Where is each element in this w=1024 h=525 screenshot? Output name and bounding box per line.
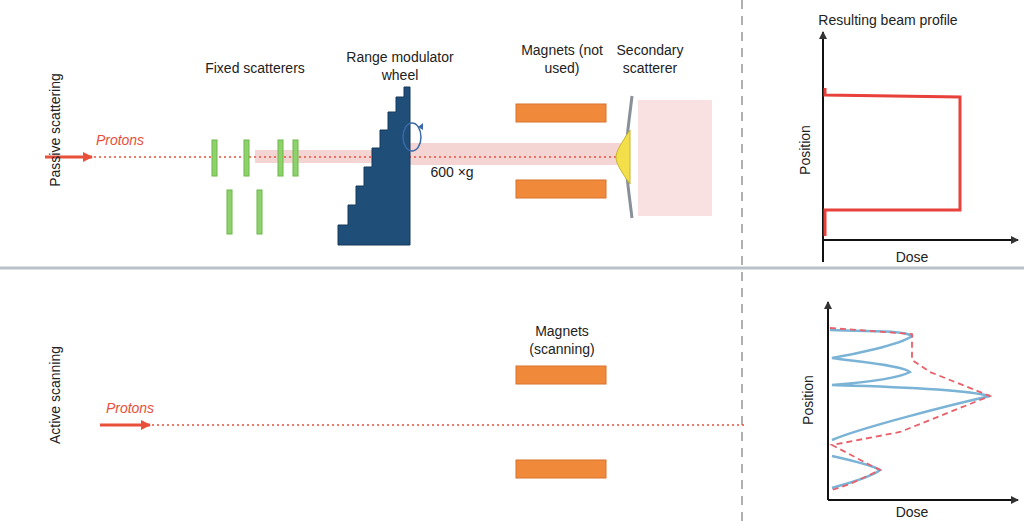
part-label: Magnets (scanning): [512, 322, 612, 358]
rotation-symbol: [403, 123, 421, 151]
dose-profile: [825, 88, 960, 236]
range-modulator-wheel: [338, 87, 410, 245]
beam-label: Protons: [96, 131, 144, 149]
speed-label: 600 ×g: [430, 163, 473, 181]
dashed-divider: [741, 0, 743, 525]
part-label: Magnets (not used): [517, 41, 607, 77]
magnet: [516, 180, 606, 198]
spot-profiles: [830, 330, 990, 488]
part-label: Fixed scatterers: [205, 59, 305, 77]
axis-label: Position: [796, 125, 814, 175]
axis-label: Position: [799, 375, 817, 425]
magnet: [516, 104, 606, 122]
proton-beam: [152, 424, 745, 426]
axis-x: [828, 499, 1018, 501]
beam-band: [390, 143, 627, 165]
axis-label: Dose: [896, 503, 929, 521]
part-label: Secondary scatterer: [605, 41, 695, 77]
magnet: [516, 460, 606, 478]
panel-title: Active scanning: [46, 346, 64, 444]
proton-beam: [94, 156, 630, 158]
beam-label: Protons: [106, 399, 154, 417]
axis-label: Dose: [896, 248, 929, 266]
chart-title: Resulting beam profile: [818, 11, 957, 29]
scatterer-compensator: [616, 130, 630, 184]
axis-x: [823, 239, 1018, 241]
panel-divider: [0, 267, 1024, 270]
dose-envelope: [830, 328, 990, 490]
axis-y: [827, 302, 829, 500]
magnet: [516, 366, 606, 384]
beam-band: [638, 100, 712, 216]
panel-title: Passive scattering: [46, 73, 64, 187]
part-label: Range modulator wheel: [335, 48, 465, 84]
proton-arrow: [100, 424, 150, 427]
rotation-arrowhead: [418, 123, 423, 130]
fixed-scatterers: [212, 140, 298, 234]
